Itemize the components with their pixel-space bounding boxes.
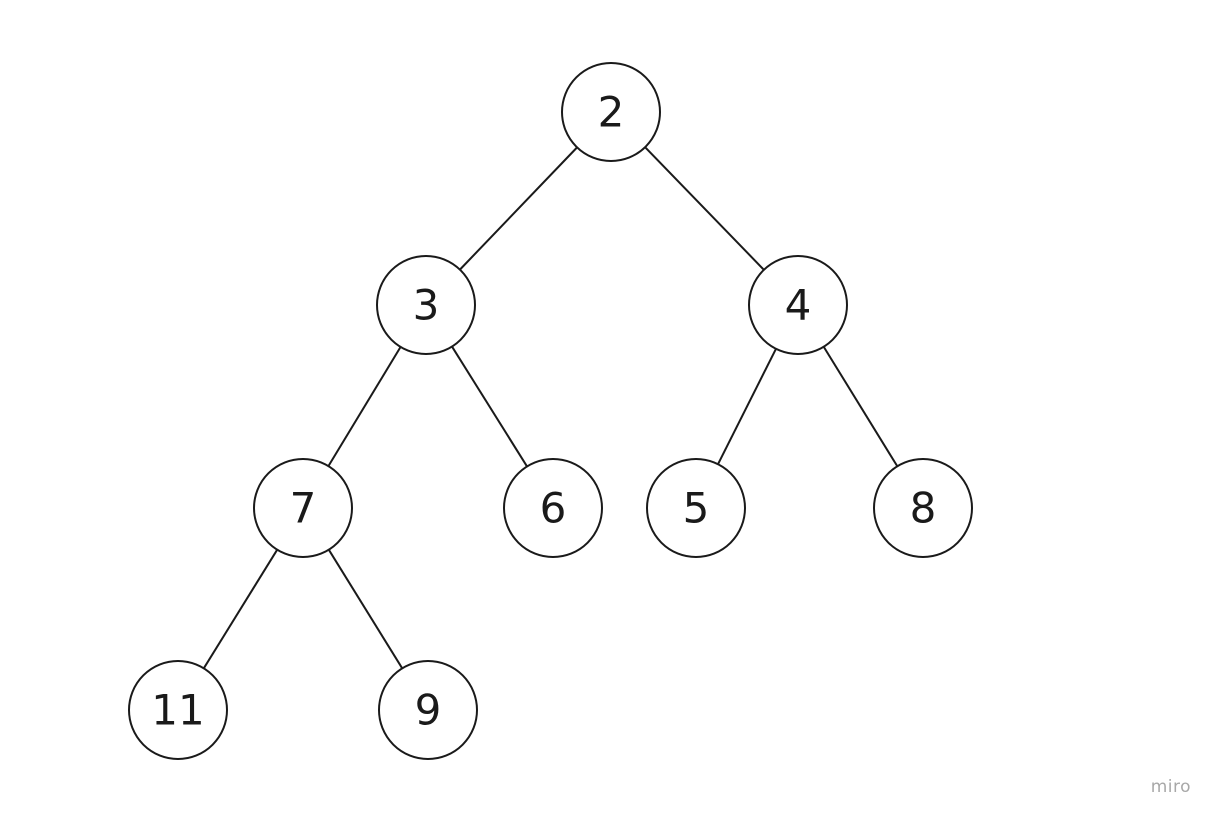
node-circle — [376, 255, 476, 355]
edge-n7-n11 — [202, 549, 279, 669]
node-circle — [253, 458, 353, 558]
node-label: 8 — [910, 484, 937, 533]
node-label: 2 — [598, 88, 625, 137]
node-circle — [646, 458, 746, 558]
edge-n3-n7 — [327, 346, 402, 467]
node-circle — [503, 458, 603, 558]
tree-node-9: 9 — [378, 660, 478, 760]
node-circle — [873, 458, 973, 558]
tree-node-6: 6 — [503, 458, 603, 558]
edge-n7-n9 — [327, 549, 404, 669]
tree-node-8: 8 — [873, 458, 973, 558]
node-label: 11 — [151, 686, 204, 735]
edge-n4-n8 — [822, 346, 899, 467]
node-label: 9 — [415, 686, 442, 735]
tree-nodes: 2 3 4 7 6 5 8 11 9 — [128, 62, 973, 760]
miro-watermark: miro — [1150, 777, 1191, 797]
tree-node-2: 2 — [561, 62, 661, 162]
node-label: 7 — [290, 484, 317, 533]
node-circle — [561, 62, 661, 162]
edge-n2-n4 — [644, 146, 765, 271]
node-label: 5 — [683, 484, 710, 533]
tree-node-4: 4 — [748, 255, 848, 355]
node-label: 4 — [785, 281, 812, 330]
tree-edges — [202, 146, 899, 669]
tree-node-3: 3 — [376, 255, 476, 355]
node-circle — [128, 660, 228, 760]
tree-node-5: 5 — [646, 458, 746, 558]
edge-n3-n6 — [451, 346, 528, 467]
node-circle — [378, 660, 478, 760]
node-circle — [748, 255, 848, 355]
node-label: 6 — [540, 484, 567, 533]
tree-node-11: 11 — [128, 660, 228, 760]
edge-n4-n5 — [717, 348, 777, 465]
node-label: 3 — [413, 281, 440, 330]
tree-node-7: 7 — [253, 458, 353, 558]
edge-n2-n3 — [459, 146, 578, 271]
